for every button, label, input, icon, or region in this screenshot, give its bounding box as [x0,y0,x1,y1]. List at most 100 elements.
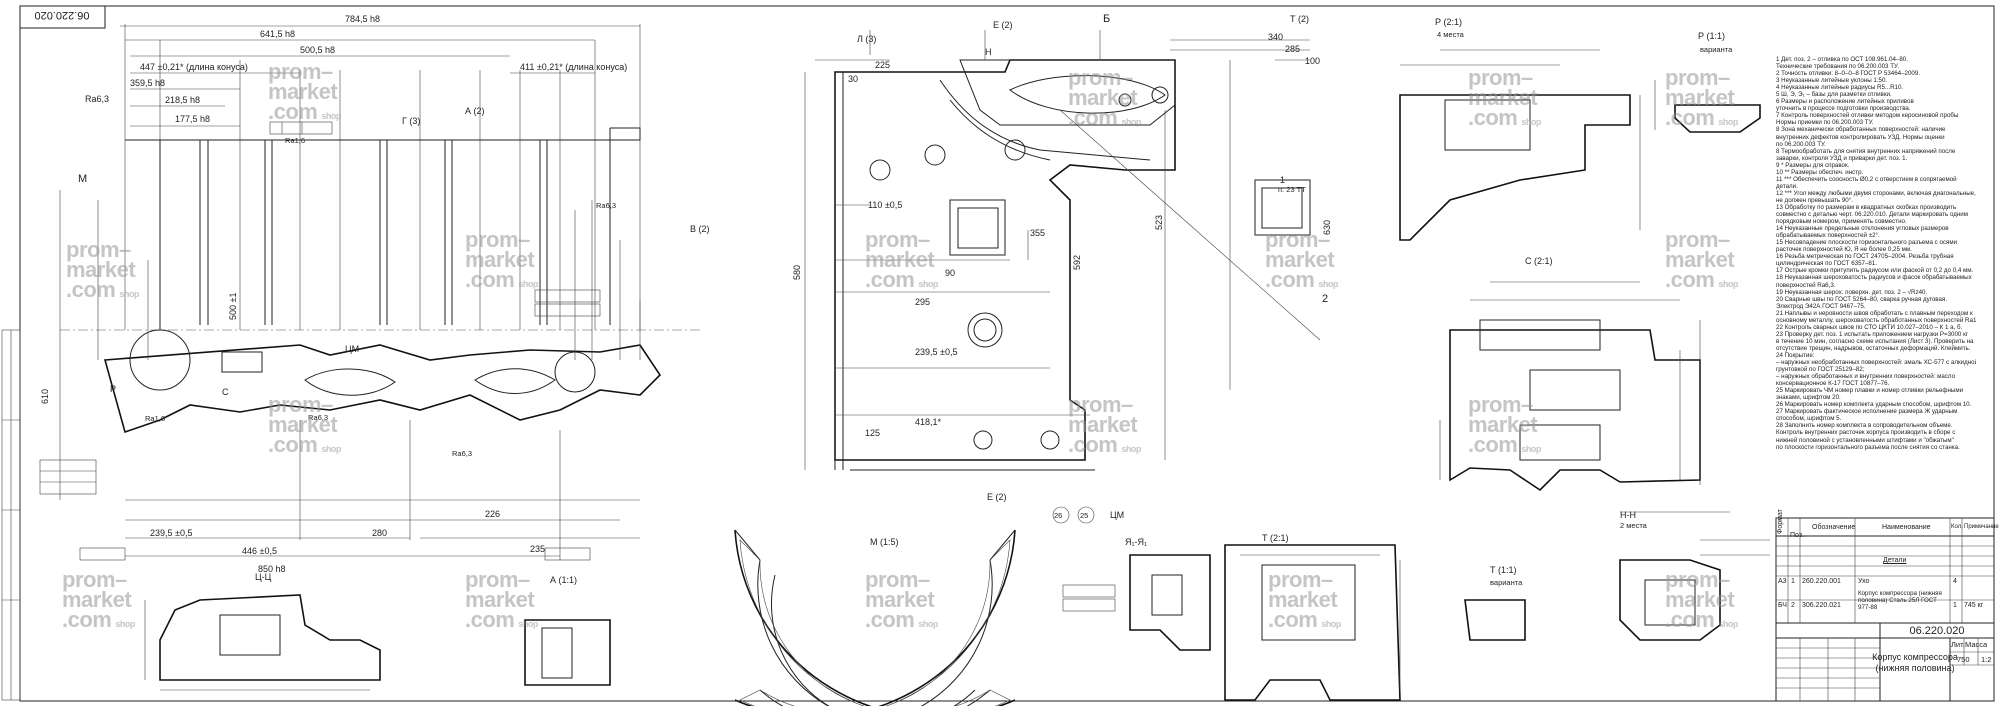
dim-6: 359,5 h8 [130,78,165,88]
spec-row-2-name: Корпус компрессора (нижняя половина) Ста… [1858,590,1942,611]
dim-22: 580 [792,265,802,280]
note-line: 21 Наплывы и неровности швов обработать … [1776,309,1973,317]
note-line: 25 Маркировать ЧМ номер плавки и номер о… [1776,387,1964,395]
note-line: основному металлу, шероховатость обработ… [1776,316,1976,324]
note-line: 28 Заполнить номер комплекта в сопроводи… [1776,422,1953,430]
note-line: 2 Точность отливки: 8–0–0–8 ГОСТ Р 53464… [1776,70,1921,78]
note-line: отсутствие трещин, надрывов, остаточных … [1776,344,1971,352]
note-line: 1 Дет. поз. 2 – отливка по ОСТ 108.961.0… [1776,56,1908,63]
note-line: 5 Ш, Э, Э₁ – базы для разметки отливки. [1776,91,1892,99]
roughness-label-2: Ra1,6 [285,136,305,145]
dim-29: 90 [945,268,955,278]
spec-header-qty: Кол. [1951,524,1963,530]
dim-7: 218,5 h8 [165,95,200,105]
note-line: 8 Термообработать для снятия внутренних … [1776,147,1956,155]
dim-1: 784,5 h8 [345,14,380,24]
detail-p11: Р (1:1) варианта [1654,31,1761,133]
dim-23: 523 [1154,215,1164,230]
title-block-mass-label: Масса [1965,640,1988,649]
note-line: 24 Покрытие: [1776,351,1815,359]
detail-s21: С (2:1) [1439,256,1730,513]
callout-2: 2 [1322,293,1328,305]
note-line: 16 Резьба метрическая по ГОСТ 24705–2004… [1776,253,1954,261]
section-label-cc: Ц-Ц [255,572,272,582]
rotated-number-box [19,5,106,29]
detail-ya: Я₁-Я₁ [1062,537,1211,651]
note-line: 23 Проверку дет. поз. 1 испытать приложе… [1776,330,1969,338]
note-line: 12 *** Угол между любыми двумя сторонами… [1776,189,1976,197]
roughness-label-4: Ra6,3 [596,201,616,210]
rotated-drawing-number: 06.220.020 [34,9,89,21]
title-block-number: 06.220.020 [1909,625,1964,637]
view-label-e-2: Е (2) [987,492,1007,502]
note-line: внутренних дефектов контролировать УЗД. … [1776,133,1945,141]
note-line: консервационное К-17 ГОСТ 10877–76. [1776,380,1890,388]
title-block-lit-label: Лит. [1951,640,1965,649]
dim-20: 225 [875,60,890,70]
note-line: знаками, шрифтом 20. [1776,394,1841,402]
detail-label-a11: А (1:1) [550,575,577,585]
callout-cm-2: ЦМ [1110,510,1124,520]
note-line: порядковым номером, применять совместно. [1776,218,1907,226]
note-line: 10 ** Размеры обеспеч. инстр. [1776,168,1864,176]
note-line: уточнить в процессе подготовки производс… [1776,105,1911,113]
callout-1: 1 [1280,175,1285,185]
dim-15: 610 [40,389,50,404]
plan-view-b [804,30,1321,471]
view-label-e: Е (2) [993,20,1013,30]
dim-30: 110 ±0,5 [868,200,902,210]
spec-row-2-pos: 2 [1791,602,1795,609]
note-line: 3 Неуказанные литейные уклоны 1:50. [1776,77,1888,85]
detail-note-hh: 2 места [1620,521,1648,530]
note-line: 7 Контроль поверхностей отливки методом … [1776,112,1959,120]
title-block-name-1: Корпус компрессора [1872,652,1958,662]
spec-row-2-note: 745 кг [1964,602,1984,609]
dim-17: 340 [1268,32,1283,42]
spec-header-code: Обозначение [1812,524,1856,531]
detail-label-t21: Т (2:1) [1262,533,1289,543]
lower-casing-section [103,344,662,434]
spec-row-1-code: 260.220.001 [1802,578,1841,585]
detail-label-t11: Т (1:1) [1490,565,1517,575]
view-label-n: Н [985,47,992,57]
note-line: обрабатываемых поверхностей ±2°. [1776,232,1880,240]
callout-p23: п. 23 ТТ [1278,185,1306,194]
spec-section-details: Детали [1883,557,1907,564]
dim-21: 30 [848,74,858,84]
dim-27: 418,1* [915,417,942,427]
dim-16: 500 ±1 [228,293,238,320]
callout-c: С [222,387,229,397]
dim-8: 177,5 h8 [175,114,210,124]
note-line: 6 Размеры и расположение литейных прилив… [1776,98,1914,106]
callout-26: 26 [1054,511,1062,520]
title-block: 06.220.020 Корпус компрессора (нижняя по… [1775,622,1995,702]
spec-row-1-qty: 4 [1953,578,1957,585]
dim-25: 295 [915,297,930,307]
note-line: 17 Острые кромки притупить радиусом или … [1776,267,1974,275]
view-label-v: В (2) [690,224,710,234]
main-section-dimensions: 784,5 h8 641,5 h8 500,5 h8 447 ±0,21* (д… [40,14,710,574]
note-line: 11 *** Обеспечить соосность Ø0,2 с отвер… [1776,175,1957,183]
note-line: нижней половиной с установленными штифта… [1776,436,1954,444]
note-line: 19 Неуказанная шерох. поверхн. дет. поз.… [1776,288,1928,296]
detail-t21: Т (2:1) [1224,533,1401,701]
spec-header-format: Формат [1777,509,1784,534]
note-line: 8 Зона механически обработанных поверхно… [1776,126,1946,134]
note-line: заварки, контроля УЗД и приварки дет. по… [1776,154,1908,162]
dim-10: 446 ±0,5 [242,546,277,556]
dim-9: 239,5 ±0,5 [150,528,192,538]
note-line: не должен превышать 90°. [1776,196,1853,204]
spec-row-1-format: А3 [1778,578,1787,585]
note-line: 27 Маркировать фактическое исполнение ра… [1776,408,1958,416]
note-line: Технические требования по 06.200.003 ТУ. [1776,63,1899,71]
note-line: 14 Неуказанные предельные отклонения угл… [1776,225,1949,233]
spec-row-2-qty: 1 [1953,602,1957,609]
note-line: 22 Контроль сварных швов по СТО ЦКТИ 10.… [1776,323,1963,331]
